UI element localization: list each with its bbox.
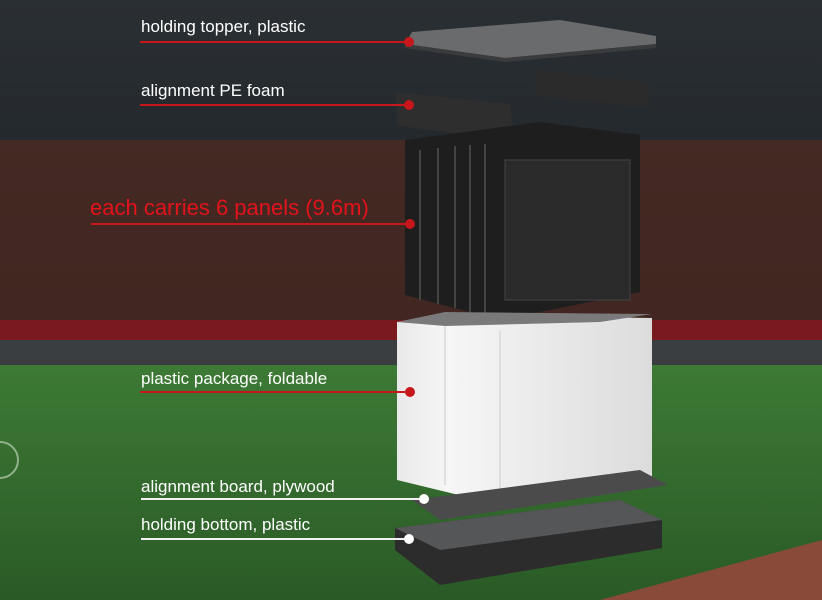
leader-dot-topper <box>404 37 414 47</box>
foam-left <box>395 92 515 140</box>
leader-line-board <box>141 498 423 500</box>
label-alignment-board: alignment board, plywood <box>141 477 335 496</box>
label-holding-topper: holding topper, plastic <box>141 17 306 36</box>
leader-line-bottom <box>141 538 409 540</box>
alignment-board <box>412 470 668 520</box>
leader-dot-package <box>405 387 415 397</box>
leader-line-foam <box>140 104 408 106</box>
holding-topper <box>405 20 656 58</box>
leader-dot-panels <box>405 219 415 229</box>
leader-dot-bottom <box>404 534 414 544</box>
label-holding-bottom: holding bottom, plastic <box>141 515 311 534</box>
leader-line-panels <box>91 223 409 225</box>
leader-line-package <box>140 391 410 393</box>
leader-dot-board <box>419 494 429 504</box>
label-plastic-package: plastic package, foldable <box>141 369 328 388</box>
plastic-package <box>397 315 652 505</box>
leader-dot-foam <box>404 100 414 110</box>
label-alignment-foam: alignment PE foam <box>141 81 285 100</box>
foam-right <box>535 70 650 108</box>
label-panels: each carries 6 panels (9.6m) <box>90 195 369 220</box>
leader-line-topper <box>140 41 408 43</box>
